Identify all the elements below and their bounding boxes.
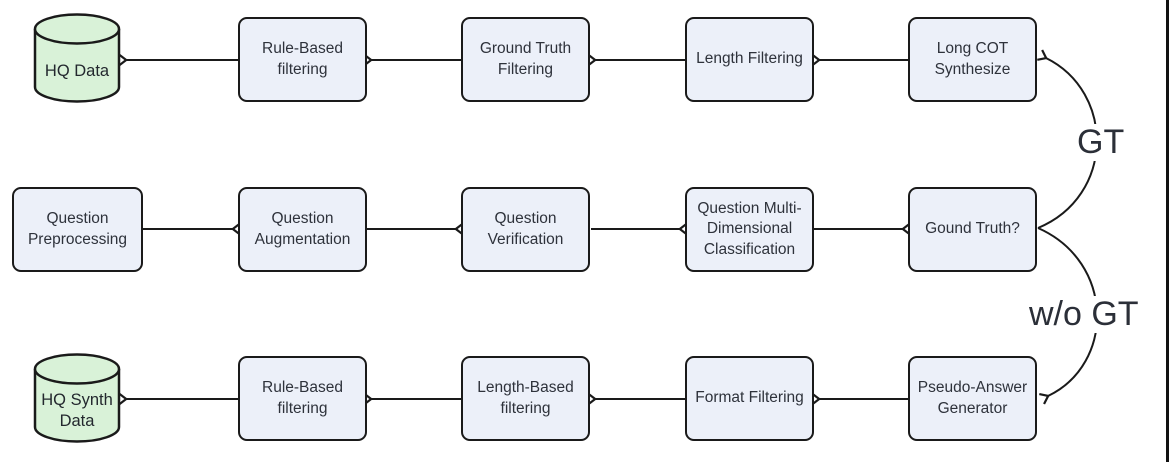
node-pseudo-answer-generator: Pseudo-Answer Generator	[908, 356, 1037, 441]
node-question-preprocessing: Question Preprocessing	[12, 187, 143, 272]
node-label: Question Preprocessing	[27, 210, 128, 248]
node-label: Length-Based filtering	[477, 379, 574, 417]
node-label: Pseudo-Answer Generator	[917, 379, 1028, 417]
node-question-augmentation: Question Augmentation	[238, 187, 367, 272]
label-wo-gt: w/o GT	[1026, 295, 1142, 334]
node-hq-synth-data: HQ Synth Data	[33, 353, 121, 445]
cylinder-icon	[33, 353, 121, 443]
node-hq-data: HQ Data	[33, 13, 121, 105]
node-label: Question Verification	[487, 210, 564, 248]
cylinder-icon	[33, 13, 121, 103]
node-question-verification: Question Verification	[461, 187, 590, 272]
node-label: Length Filtering	[696, 50, 803, 68]
node-rule-based-filtering-bottom: Rule-Based filtering	[238, 356, 367, 441]
frame-right-border	[1166, 0, 1169, 462]
node-gound-truth-check: Gound Truth?	[908, 187, 1037, 272]
node-question-multi-dimensional-classification: Question Multi- Dimensional Classificati…	[685, 187, 814, 272]
node-label: HQ Synth Data	[41, 391, 113, 430]
node-length-based-filtering: Length-Based filtering	[461, 356, 590, 441]
node-label: Gound Truth?	[925, 220, 1020, 238]
node-label: Question Multi- Dimensional Classificati…	[697, 199, 802, 258]
node-label: Question Augmentation	[254, 210, 351, 248]
node-format-filtering: Format Filtering	[685, 356, 814, 441]
node-label: Long COT Synthesize	[934, 40, 1011, 78]
node-label: Format Filtering	[695, 389, 804, 407]
node-rule-based-filtering-top: Rule-Based filtering	[238, 17, 367, 102]
label-gt: GT	[1074, 123, 1128, 162]
node-label: Rule-Based filtering	[262, 379, 343, 417]
node-length-filtering: Length Filtering	[685, 17, 814, 102]
node-ground-truth-filtering: Ground Truth Filtering	[461, 17, 590, 102]
node-long-cot-synthesize: Long COT Synthesize	[908, 17, 1037, 102]
node-label: Ground Truth Filtering	[479, 40, 572, 78]
node-label: HQ Data	[44, 61, 110, 80]
node-label: Rule-Based filtering	[262, 40, 343, 78]
